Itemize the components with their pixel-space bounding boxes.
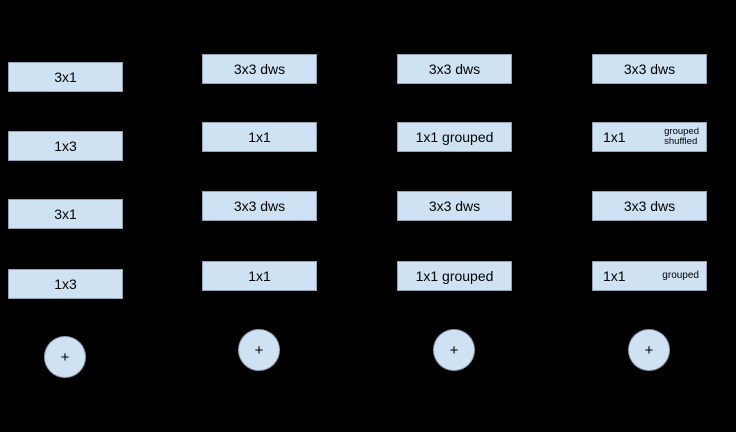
plus-icon: + [60, 348, 70, 366]
conv-layer-box: 1x1 grouped [592, 261, 707, 291]
conv-layer-label: 1x3 [54, 138, 77, 154]
conv-layer-box: 3x3 dws [202, 191, 317, 221]
conv-layer-label: 3x3 dws [428, 61, 481, 77]
conv-layer-box: 1x3 [8, 131, 123, 161]
conv-layer-sublabel: shuffled [664, 136, 698, 147]
conv-layer-sublabels: grouped shuffled [664, 125, 699, 148]
conv-layer-box: 1x1 [202, 122, 317, 152]
conv-layer-sublabel: grouped [664, 125, 699, 137]
conv-layer-label: 3x3 dws [428, 198, 481, 214]
conv-layer-label: 1x1 grouped [415, 268, 494, 284]
conv-layer-box: 3x3 dws [397, 54, 512, 84]
residual-add-circle: + [433, 329, 475, 371]
conv-layer-box: 1x1 grouped [397, 122, 512, 152]
conv-layer-box: 1x3 [8, 269, 123, 299]
conv-layer-box: 3x3 dws [202, 54, 317, 84]
conv-layer-sublabel: grouped [662, 270, 699, 281]
conv-layer-box: 1x1 [202, 261, 317, 291]
conv-layer-label: 1x1 [603, 268, 626, 284]
conv-layer-box: 1x1 grouped shuffled [592, 122, 707, 152]
residual-add-circle: + [628, 329, 670, 371]
conv-layer-label: 3x3 dws [233, 198, 286, 214]
residual-add-circle: + [238, 329, 280, 371]
plus-icon: + [449, 341, 459, 359]
conv-layer-label: 3x3 dws [623, 61, 676, 77]
plus-icon: + [254, 341, 264, 359]
conv-layer-box: 3x3 dws [397, 191, 512, 221]
conv-layer-box: 3x1 [8, 62, 123, 92]
conv-layer-box: 3x3 dws [592, 54, 707, 84]
conv-layer-label: 1x1 [248, 129, 271, 145]
conv-layer-label: 1x1 [603, 129, 626, 145]
conv-layer-label: 3x1 [54, 206, 77, 222]
conv-layer-label: 1x1 [248, 268, 271, 284]
conv-layer-box: 1x1 grouped [397, 261, 512, 291]
conv-layer-label: 1x1 grouped [415, 129, 494, 145]
residual-add-circle: + [44, 336, 86, 378]
conv-layer-box: 3x1 [8, 199, 123, 229]
plus-icon: + [644, 341, 654, 359]
conv-layer-label: 3x1 [54, 69, 77, 85]
conv-layer-box: 3x3 dws [592, 191, 707, 221]
conv-layer-label: 1x3 [54, 276, 77, 292]
conv-layer-label: 3x3 dws [623, 198, 676, 214]
conv-layer-label: 3x3 dws [233, 61, 286, 77]
